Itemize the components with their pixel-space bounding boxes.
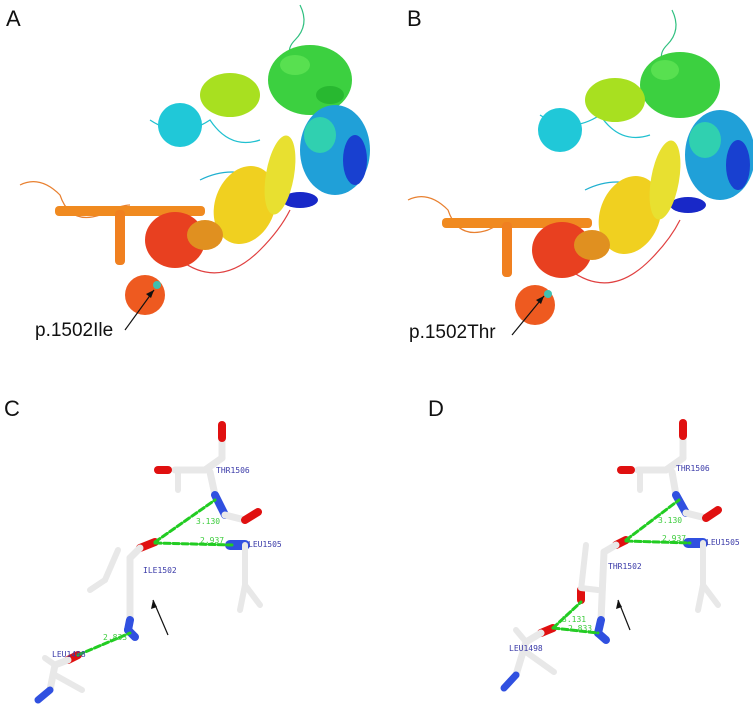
panel-d: D <box>376 390 753 705</box>
mutation-callout-a: p.1502Ile <box>35 320 114 341</box>
panel-letter-c: C <box>4 396 20 421</box>
residue-label-leu1505: LEU1505 <box>248 540 282 549</box>
protein-structure-a <box>19 4 370 315</box>
stick-model-d <box>500 419 722 692</box>
distance-label-4: 2.833 <box>568 624 593 633</box>
residue-label-leu1505: LEU1505 <box>706 538 740 547</box>
distance-label-1: 3.130 <box>196 517 221 526</box>
residue-label-thr1502: THR1502 <box>608 562 642 571</box>
panel-letter-a: A <box>6 6 21 31</box>
residue-label-leu1498: LEU1498 <box>509 644 543 653</box>
callout-arrow-a <box>124 289 155 331</box>
panel-letter-d: D <box>428 396 444 421</box>
residue-label-thr1506: THR1506 <box>676 464 710 473</box>
distance-label-1: 3.130 <box>658 516 683 525</box>
panel-c: C <box>0 390 376 705</box>
distance-label-2: 2.937 <box>200 536 225 545</box>
panel-a: A p.1502Ile <box>0 0 376 350</box>
residue-label-ile1502: ILE1502 <box>143 566 177 575</box>
residue-label-leu1498: LEU1498 <box>52 650 86 659</box>
panel-b: B p.1502Thr <box>380 0 753 350</box>
mutation-callout-b: p.1502Thr <box>409 322 496 343</box>
callout-arrow-b <box>511 295 545 336</box>
distance-label-2: 2.937 <box>662 534 687 543</box>
panel-letter-b: B <box>407 6 422 31</box>
distance-label-3: 3.131 <box>562 615 587 624</box>
distance-label-3: 2.833 <box>103 633 128 642</box>
protein-structure-b <box>407 9 753 325</box>
residue-label-thr1506: THR1506 <box>216 466 250 475</box>
stick-model-c <box>34 421 263 704</box>
